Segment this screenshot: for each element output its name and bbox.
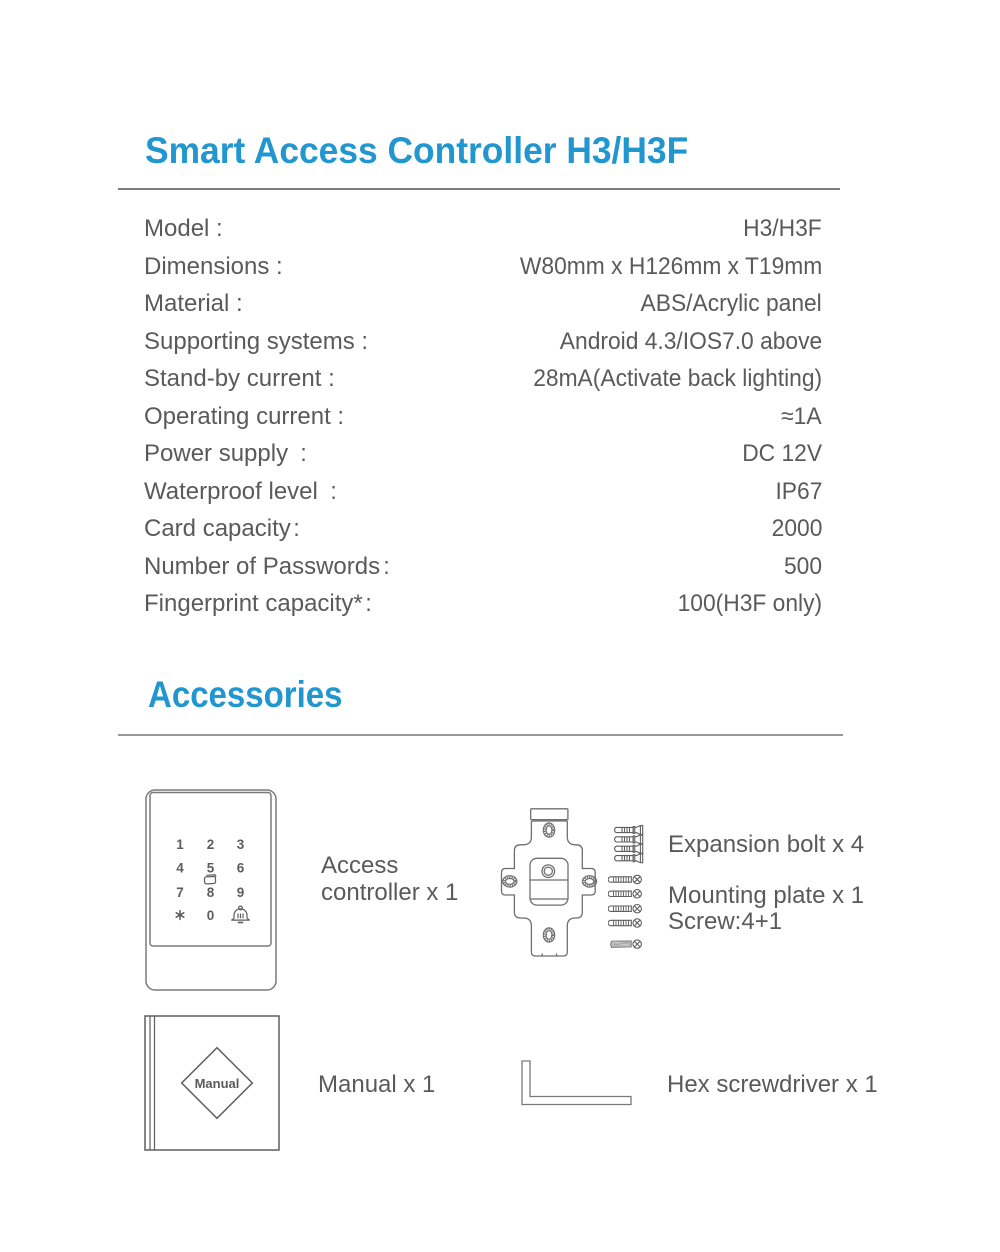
svg-text:4: 4 bbox=[176, 861, 184, 876]
svg-text:1: 1 bbox=[176, 837, 184, 852]
svg-text:2: 2 bbox=[207, 837, 215, 852]
svg-text:6: 6 bbox=[237, 861, 245, 876]
svg-text:9: 9 bbox=[237, 885, 245, 900]
svg-text:3: 3 bbox=[237, 837, 245, 852]
svg-text:0: 0 bbox=[207, 908, 215, 923]
svg-text:8: 8 bbox=[207, 885, 215, 900]
svg-text:5: 5 bbox=[207, 861, 215, 876]
svg-text:Manual: Manual bbox=[195, 1076, 240, 1091]
svg-text:7: 7 bbox=[176, 885, 184, 900]
